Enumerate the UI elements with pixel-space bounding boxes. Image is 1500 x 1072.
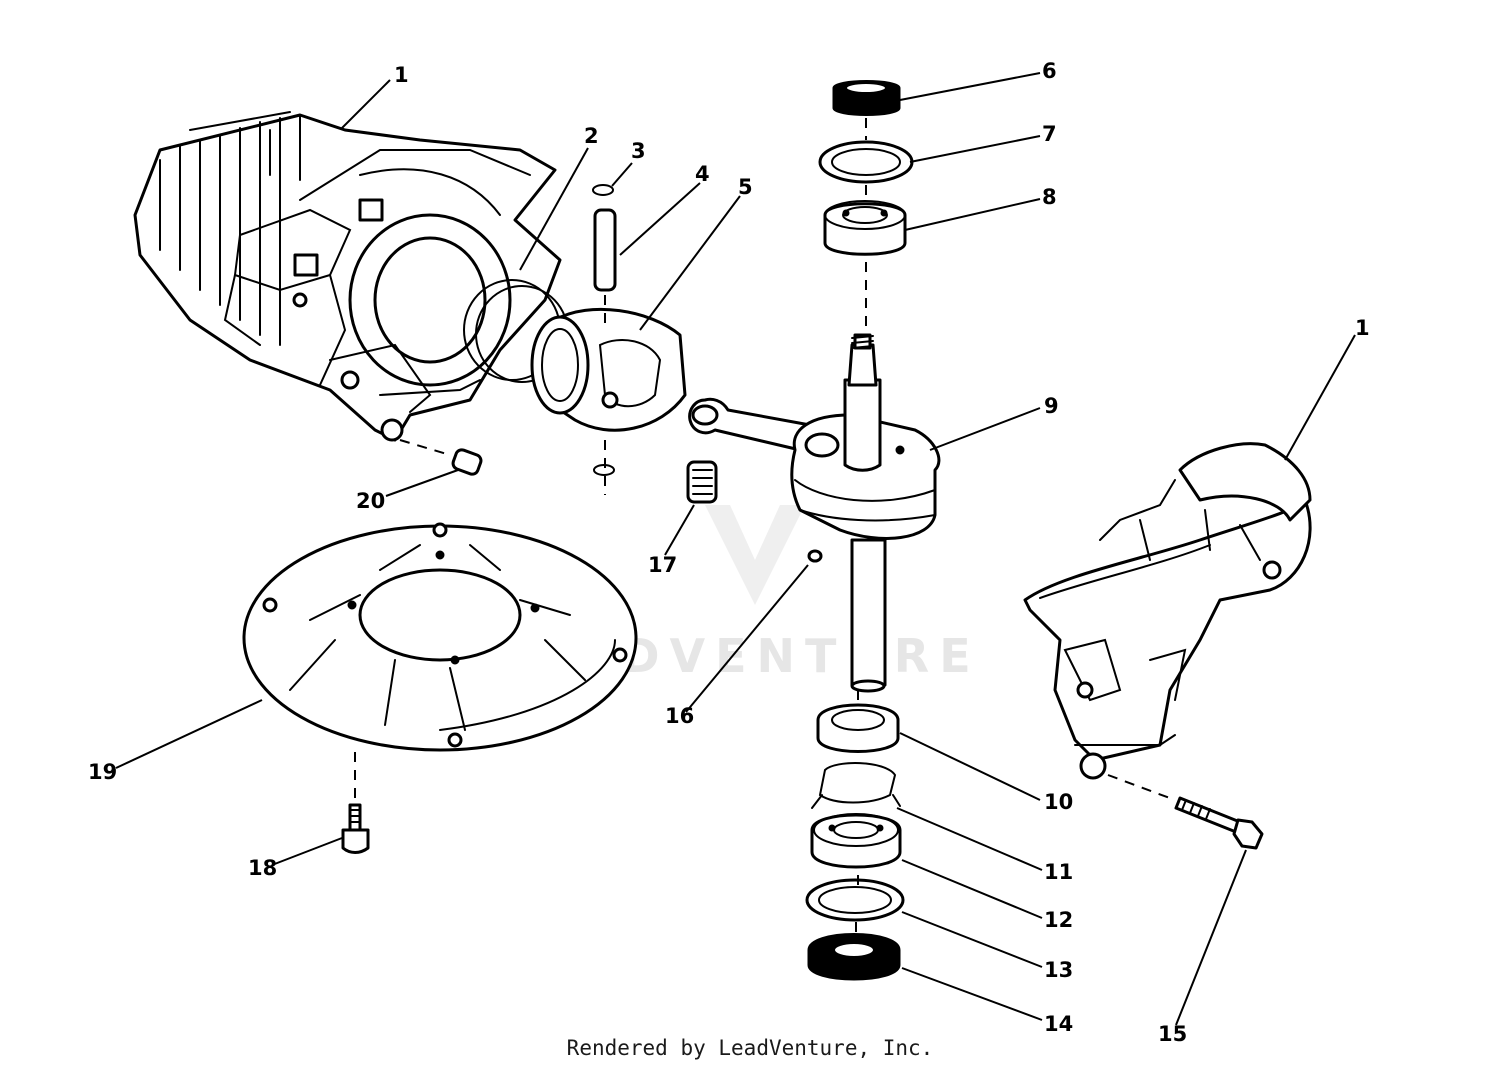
callout-9: 9	[1044, 394, 1059, 418]
bolt-15	[1107, 774, 1264, 850]
retaining-ring-7	[818, 140, 914, 184]
retaining-ring-13	[805, 878, 905, 922]
callout-10: 10	[1044, 790, 1073, 814]
callout-1-cylinder: 1	[394, 63, 409, 87]
callout-14: 14	[1044, 1012, 1073, 1036]
callout-15: 15	[1158, 1022, 1187, 1046]
screw-18	[341, 752, 370, 854]
callout-20: 20	[356, 489, 385, 513]
mounting-plate	[242, 522, 638, 752]
upper-bearing-8	[823, 200, 907, 256]
callout-1-crankcase: 1	[1355, 316, 1370, 340]
callout-16: 16	[665, 704, 694, 728]
lower-ring-10	[816, 703, 900, 753]
callout-2: 2	[584, 124, 599, 148]
lower-seal-14	[807, 933, 901, 981]
callout-3: 3	[631, 139, 646, 163]
callouts: 1 2 3 4 5 6 7 8 9 1 10 11 12 13 14 15 16…	[88, 59, 1370, 1046]
crankcase-half	[1023, 442, 1312, 780]
needle-bearing	[686, 460, 718, 504]
callout-8: 8	[1042, 185, 1057, 209]
callout-5: 5	[738, 175, 753, 199]
callout-18: 18	[248, 856, 277, 880]
callout-17: 17	[648, 553, 677, 577]
callout-7: 7	[1042, 122, 1057, 146]
cylinder-block	[133, 111, 562, 442]
callout-11: 11	[1044, 860, 1073, 884]
crankshaft	[688, 333, 941, 693]
callout-12: 12	[1044, 908, 1073, 932]
callout-6: 6	[1042, 59, 1057, 83]
piston	[530, 307, 687, 432]
footer-credit: Rendered by LeadVenture, Inc.	[566, 1036, 934, 1060]
spring-clip-11	[811, 762, 901, 809]
plug-20	[399, 439, 483, 476]
lower-bearing-12	[810, 813, 902, 869]
callout-13: 13	[1044, 958, 1073, 982]
woodruff-key	[807, 549, 823, 563]
callout-19: 19	[88, 760, 117, 784]
upper-seal-6	[832, 80, 901, 116]
leader-lines	[115, 72, 1356, 1026]
callout-4: 4	[695, 162, 710, 186]
wrist-pin-set	[592, 184, 617, 495]
